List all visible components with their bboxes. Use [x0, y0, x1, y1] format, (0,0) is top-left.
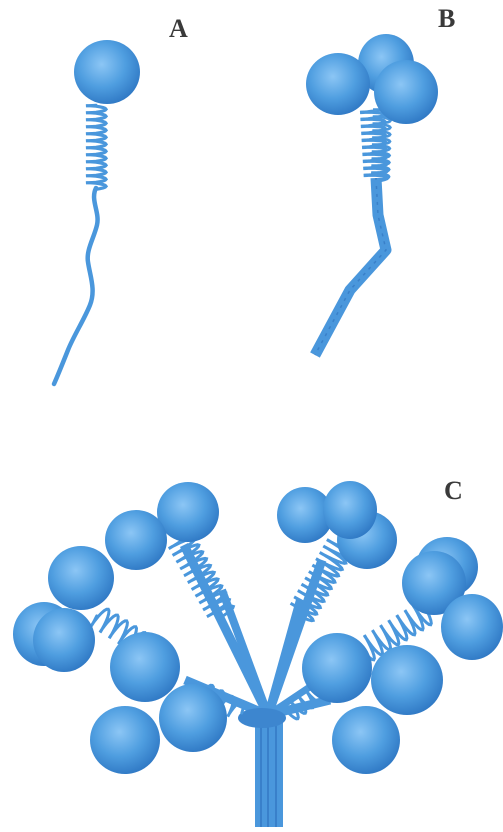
panel-a-tail	[54, 188, 98, 384]
panel-c-head	[302, 633, 372, 703]
panel-c-molecule	[13, 481, 503, 827]
panel-b-tail	[315, 178, 386, 355]
panel-c-head	[441, 594, 503, 660]
panel-c-head	[323, 481, 377, 539]
panel-b-head-2	[306, 53, 370, 115]
panel-a-coil	[86, 105, 106, 189]
panel-label-c: C	[444, 476, 463, 505]
panel-c-head	[157, 482, 219, 542]
panel-a-head	[74, 40, 140, 104]
panel-c-head	[48, 546, 114, 610]
panel-a-molecule	[54, 40, 140, 384]
panel-b-molecule	[306, 34, 438, 355]
panel-c-head	[90, 706, 160, 774]
panel-c-head	[105, 510, 167, 570]
coil-strand	[86, 105, 106, 189]
panel-c-head	[159, 684, 227, 752]
panel-c-head	[332, 706, 400, 774]
panel-b-coil	[360, 109, 391, 181]
panel-label-b: B	[438, 4, 455, 33]
panel-b-head-3	[374, 60, 438, 124]
coil-strand	[169, 538, 234, 617]
panel-label-a: A	[169, 14, 188, 43]
panel-c-head	[110, 632, 180, 702]
panel-c-head	[33, 608, 95, 672]
